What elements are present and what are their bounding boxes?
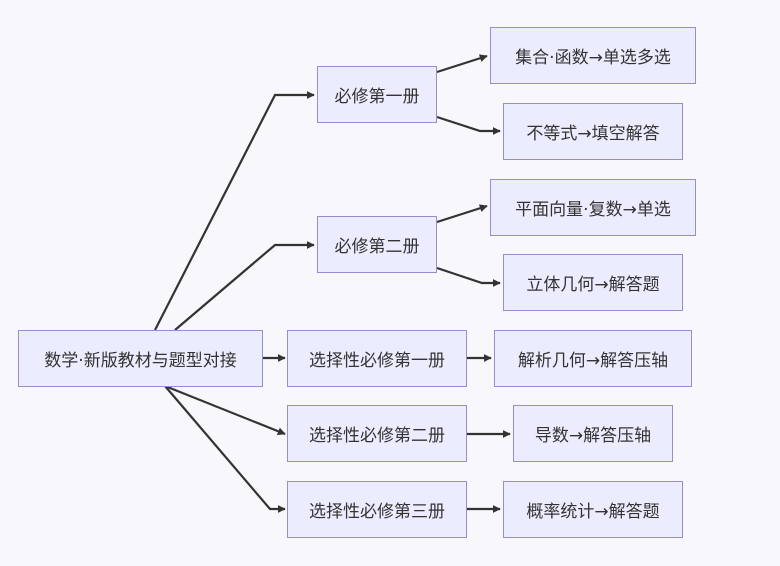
node-topic-inequalities: 不等式→填空解答 [503,103,683,160]
edge-root-b4 [164,384,286,436]
edge-b1-t2 [436,115,501,135]
node-topic-derivatives: 导数→解答压轴 [513,405,673,462]
edge-root-b5 [164,385,286,513]
edge-b2-t4 [436,266,501,287]
edge-root-b1 [154,91,315,331]
node-topic-probability-statistics: 概率统计→解答题 [503,481,683,538]
node-compulsory-1: 必修第一册 [317,66,437,123]
node-elective-1: 选择性必修第一册 [287,330,467,387]
node-root: 数学·新版教材与题型对接 [18,330,263,387]
edge-root-b2 [174,241,315,331]
node-elective-2: 选择性必修第二册 [287,405,467,462]
edge-b1-t1 [436,54,488,74]
edge-b2-t3 [436,204,488,224]
node-elective-3: 选择性必修第三册 [287,481,467,538]
node-topic-solid-geometry: 立体几何→解答题 [503,254,683,311]
node-topic-sets-functions: 集合·函数→单选多选 [490,27,696,84]
node-compulsory-2: 必修第二册 [317,216,437,273]
node-topic-analytic-geometry: 解析几何→解答压轴 [494,330,692,387]
node-topic-vectors-complex: 平面向量·复数→单选 [490,179,696,236]
